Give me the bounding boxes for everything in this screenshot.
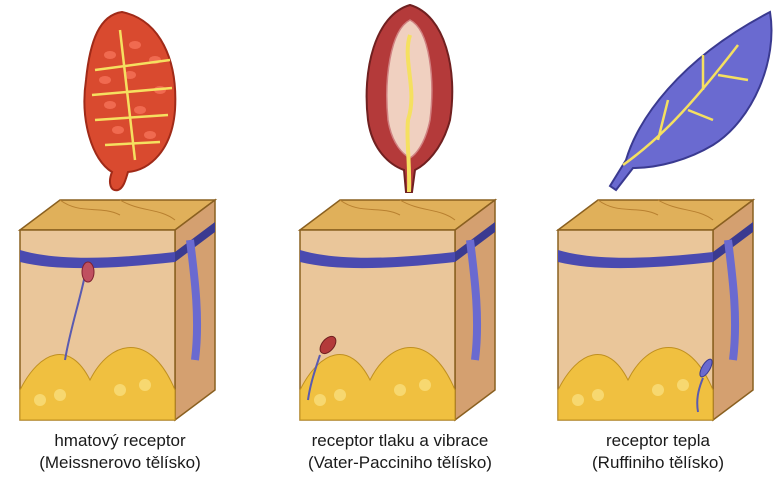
- receptor-name: receptor tlaku a vibrace: [280, 430, 520, 452]
- panel-pacini: receptor tlaku a vibrace (Vater-Paccinih…: [280, 0, 520, 478]
- ruffini-corpuscle: [610, 12, 771, 190]
- skin-block: [300, 200, 495, 420]
- pacini-illustration: [280, 0, 520, 430]
- meissner-corpuscle: [84, 12, 175, 190]
- receptor-subtitle: (Ruffiniho tělísko): [538, 452, 778, 474]
- receptor-name: receptor tepla: [538, 430, 778, 452]
- skin-block: [558, 200, 753, 420]
- receptor-name: hmatový receptor: [0, 430, 240, 452]
- receptor-subtitle: (Meissnerovo tělísko): [0, 452, 240, 474]
- pacini-corpuscle: [367, 5, 453, 192]
- meissner-illustration: [0, 0, 240, 430]
- receptor-subtitle: (Vater-Pacciniho tělísko): [280, 452, 520, 474]
- ruffini-illustration: [538, 0, 778, 430]
- panel-meissner: hmatový receptor (Meissnerovo tělísko): [0, 0, 240, 478]
- skin-block: [20, 200, 215, 420]
- panel-ruffini: receptor tepla (Ruffiniho tělísko): [538, 0, 778, 478]
